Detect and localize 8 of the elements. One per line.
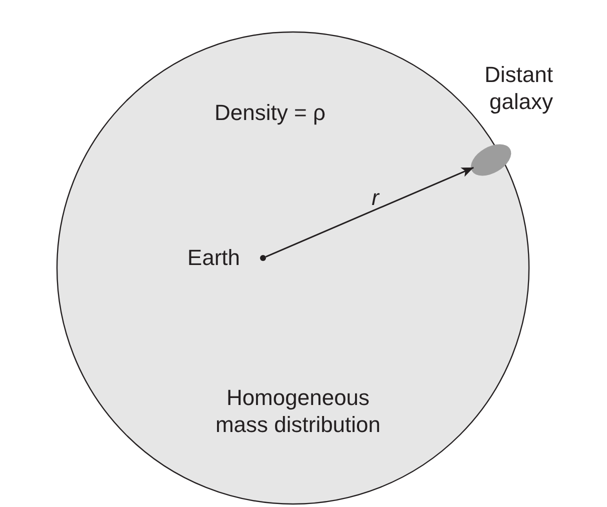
galaxy-label: Distant galaxy [484,61,553,115]
edge-label: r [372,184,379,212]
distribution-label: Homogeneous mass distribution [214,384,382,438]
arrow [265,166,474,258]
density-label: Density = ρ [214,99,326,126]
earth-label: Earth [186,244,240,271]
point-marker [258,253,268,263]
galaxy-ellipse [469,142,513,178]
